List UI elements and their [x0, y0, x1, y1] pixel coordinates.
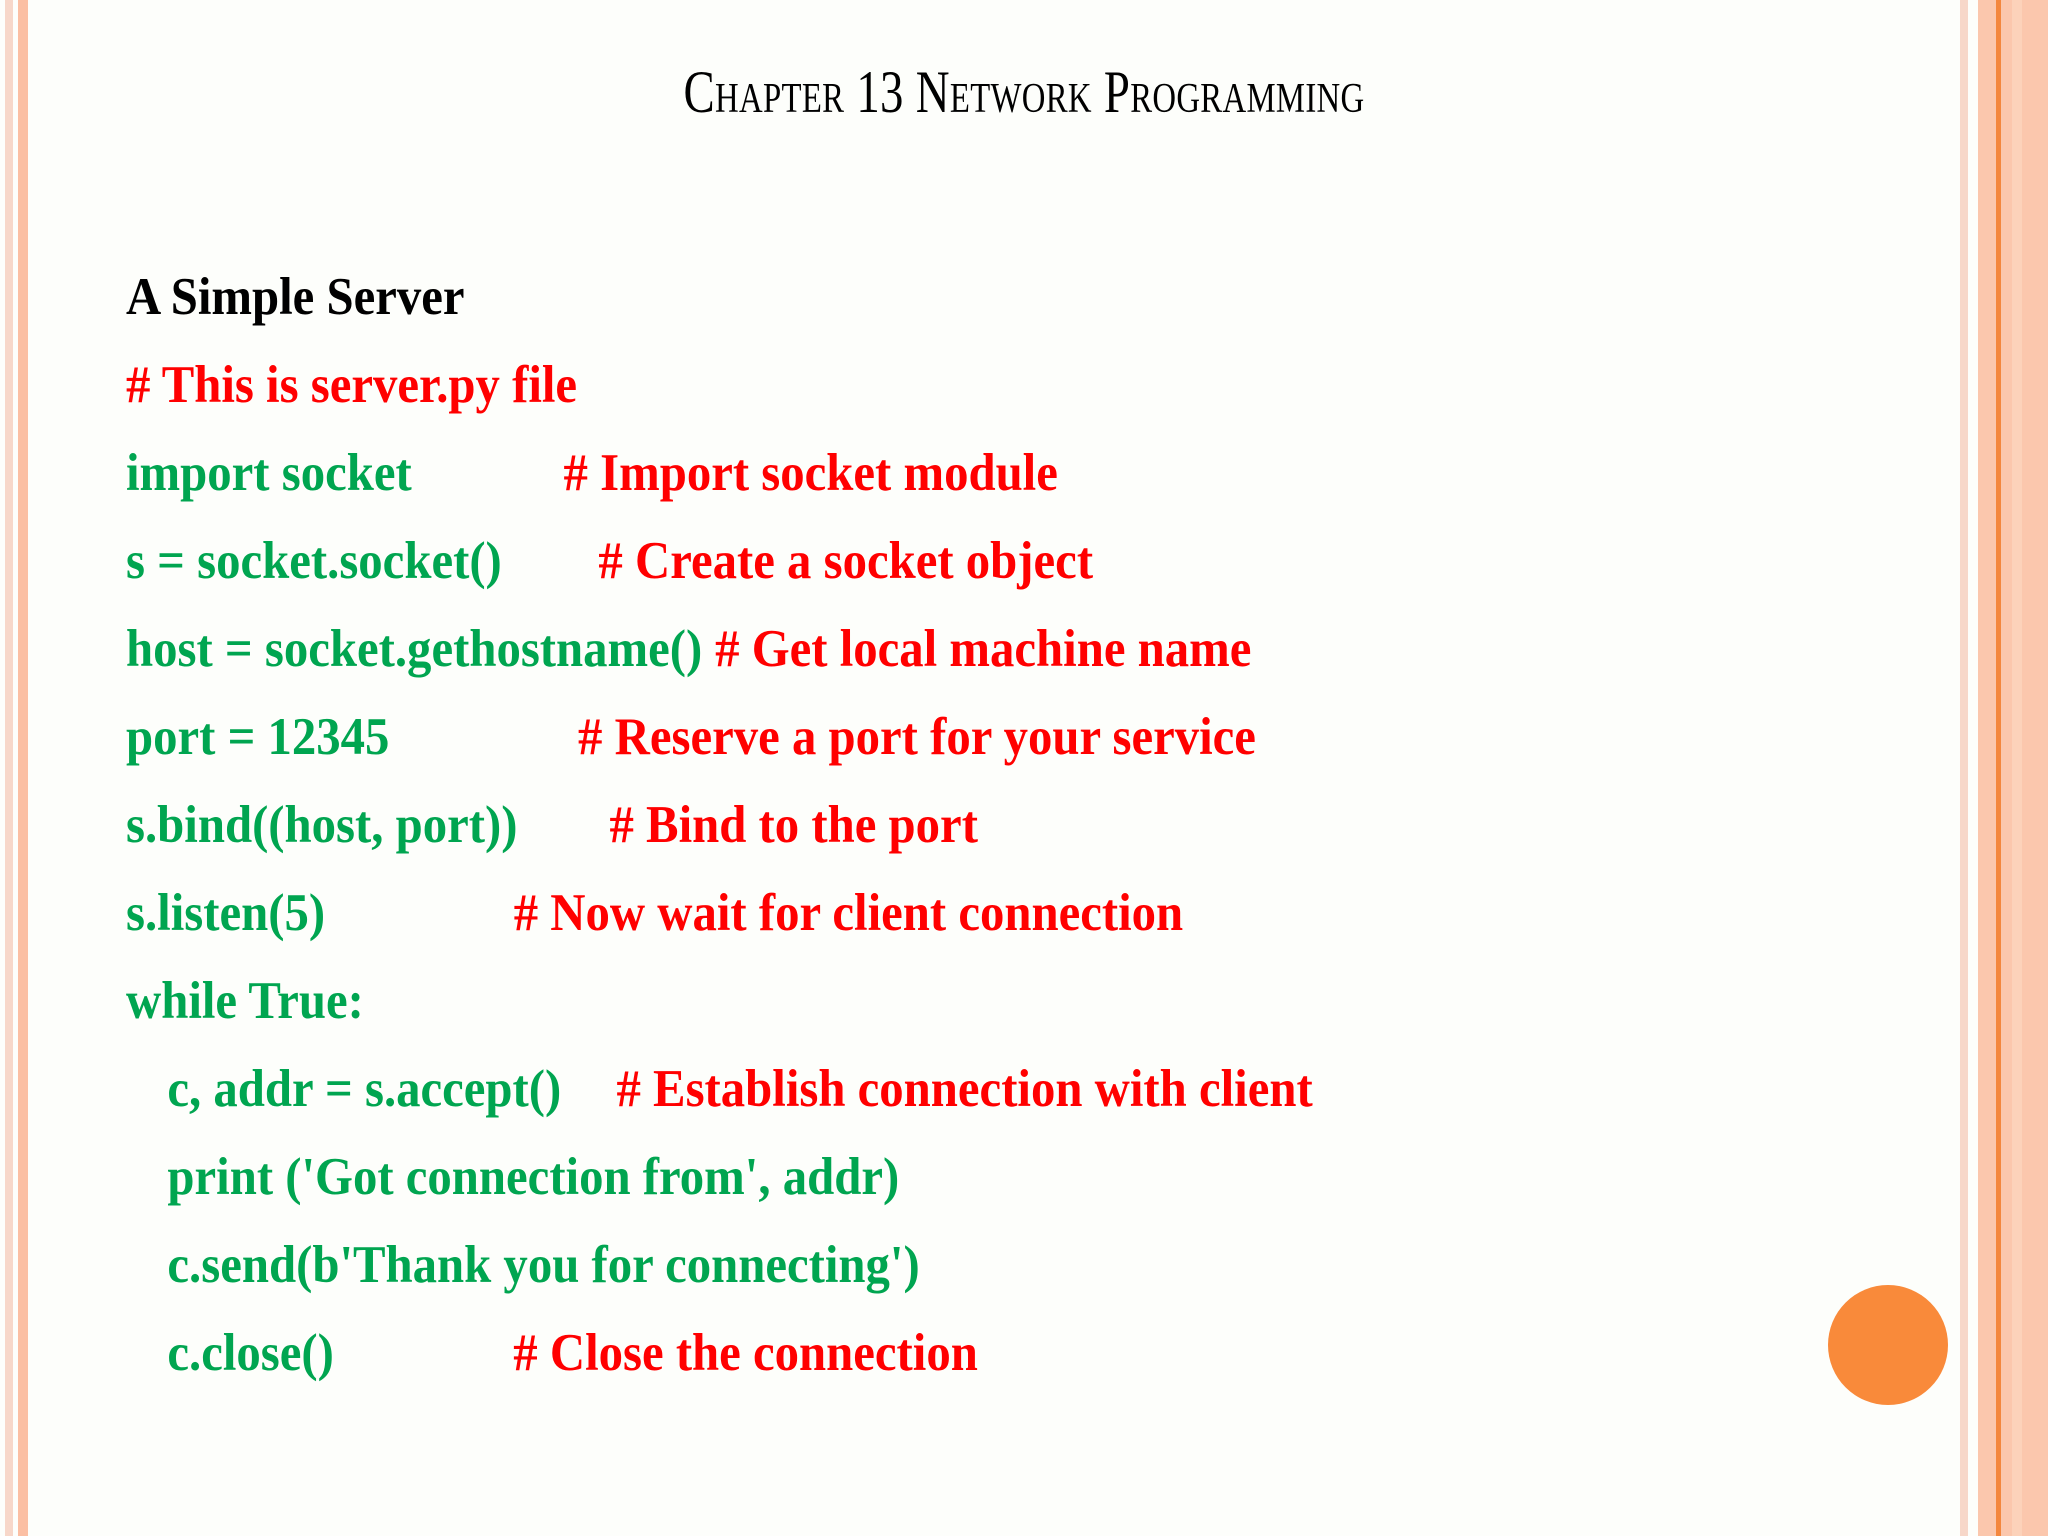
code-line: s = socket.socket() # Create a socket obj… [126, 517, 1764, 605]
code-comment: # Close the connection [513, 1324, 978, 1382]
slide-body: A Simple Server # This is server.py file… [126, 253, 1906, 1397]
code-comment: # Create a socket object [598, 532, 1094, 590]
code-line: port = 12345 # Reserve a port for your se… [126, 693, 1764, 781]
code-text: s.bind((host, port)) [126, 796, 518, 854]
code-line: # This is server.py file [126, 341, 1764, 429]
code-text: import socket [126, 444, 412, 502]
border-stripe-right-highlight [2012, 0, 2022, 1536]
code-text: print ('Got connection from', addr) [167, 1148, 900, 1206]
code-text: c.send(b'Thank you for connecting') [167, 1236, 920, 1294]
code-comment: # Now wait for client connection [513, 884, 1184, 942]
border-stripe-left-inner [5, 0, 13, 1536]
code-comment: # Import socket module [563, 444, 1058, 502]
border-stripe-right-accent-line [1996, 0, 2001, 1536]
code-line: c.send(b'Thank you for connecting') [126, 1221, 1764, 1309]
code-line: s.listen(5) # Now wait for client connect… [126, 869, 1764, 957]
code-line: c, addr = s.accept() # Establish connecti… [126, 1045, 1764, 1133]
code-line: s.bind((host, port)) # Bind to the port [126, 781, 1764, 869]
code-comment: # Get local machine name [715, 620, 1252, 678]
border-stripe-left-outer [18, 0, 28, 1536]
code-line: c.close() # Close the connection [126, 1309, 1764, 1397]
code-comment: # Establish connection with client [616, 1060, 1313, 1118]
code-text: while True: [126, 972, 364, 1030]
orange-circle-decoration [1828, 1285, 1948, 1405]
code-comment: # Reserve a port for your service [578, 708, 1256, 766]
code-line: print ('Got connection from', addr) [126, 1133, 1764, 1221]
code-text: host = socket.gethostname() [126, 620, 703, 678]
code-comment: # This is server.py file [126, 356, 578, 414]
code-text: c, addr = s.accept() [167, 1060, 562, 1118]
section-heading: A Simple Server [126, 268, 465, 326]
code-line: import socket # Import socket module [126, 429, 1764, 517]
code-listing: # This is server.py file import socket # I… [126, 341, 1906, 1397]
code-text: s.listen(5) [126, 884, 326, 942]
border-stripe-right-thin [1960, 0, 1968, 1536]
code-text: port = 12345 [126, 708, 390, 766]
code-line: while True: [126, 957, 1764, 1045]
slide-title: Chapter 13 Network Programming [683, 59, 1365, 125]
code-line: host = socket.gethostname()# Get local m… [126, 605, 1764, 693]
code-comment: # Bind to the port [609, 796, 978, 854]
code-text: s = socket.socket() [126, 532, 502, 590]
code-text: c.close() [167, 1324, 334, 1382]
